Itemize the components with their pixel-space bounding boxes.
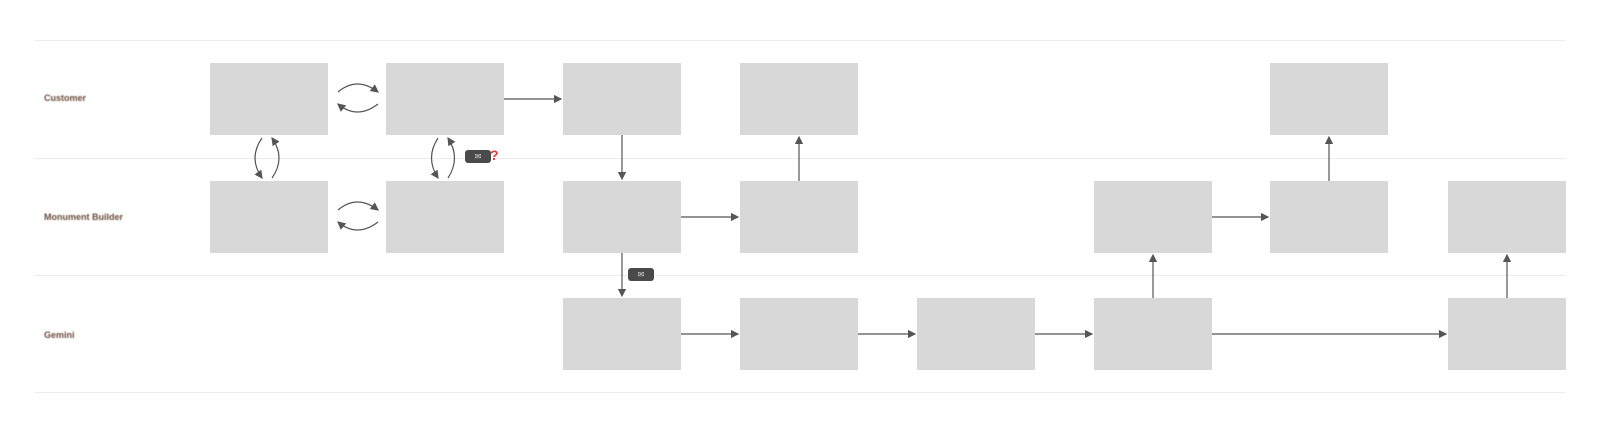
customer-step-2[interactable] [386,63,504,135]
loop-arrow [337,83,379,93]
customer-step-3[interactable] [563,63,681,135]
lane-label-gemini: Gemini [44,330,75,340]
builder-step-3[interactable] [563,181,681,253]
loop-arrow [337,221,379,231]
gemini-step-4[interactable] [1094,298,1212,370]
builder-step-2[interactable] [386,181,504,253]
loop-arrow [271,137,280,179]
customer-step-5[interactable] [1270,63,1388,135]
lane-label-customer: Customer [44,93,87,103]
customer-step-4[interactable] [740,63,858,135]
loop-arrow [254,137,263,179]
gemini-step-2[interactable] [740,298,858,370]
message-badge-mid: ✉ [628,268,654,281]
builder-step-5[interactable] [1094,181,1212,253]
builder-step-6[interactable] [1270,181,1388,253]
question-mark: ? [490,147,499,163]
loop-arrow [337,201,379,211]
message-badge-top: ✉ [465,150,491,163]
builder-step-7[interactable] [1448,181,1566,253]
lane-divider-bottom [34,392,1566,393]
lane-divider-1 [34,158,1566,159]
loop-arrow [337,103,379,113]
builder-step-4[interactable] [740,181,858,253]
customer-step-1[interactable] [210,63,328,135]
lane-divider-2 [34,275,1566,276]
lane-divider-top [34,40,1566,41]
gemini-step-3[interactable] [917,298,1035,370]
gemini-step-1[interactable] [563,298,681,370]
loop-arrow [447,136,456,179]
loop-arrow [430,137,439,180]
lane-label-monument-builder: Monument Builder [44,212,123,222]
builder-step-1[interactable] [210,181,328,253]
gemini-step-5[interactable] [1448,298,1566,370]
